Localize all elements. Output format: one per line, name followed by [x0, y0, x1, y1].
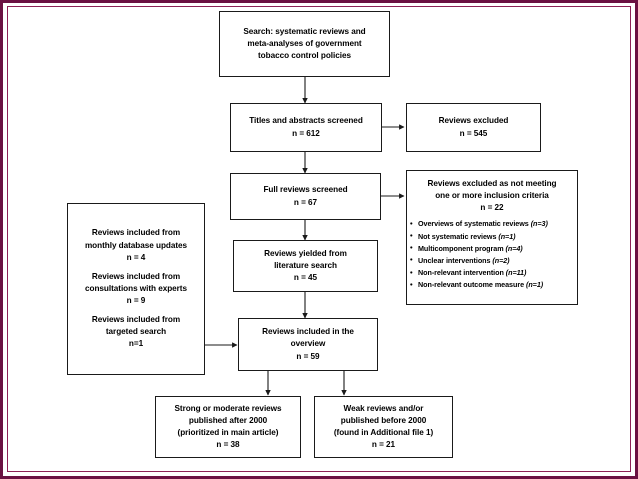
weak-reviews-box: Weak reviews and/or published before 200…: [314, 396, 453, 458]
search-box: Search: systematic reviews and meta-anal…: [219, 11, 390, 77]
criteria-heading: Reviews excluded as not meeting one or m…: [412, 178, 572, 214]
overview-line-1: Reviews included in the: [262, 327, 354, 337]
reviews-excluded-criteria-box: Reviews excluded as not meeting one or m…: [406, 170, 578, 305]
search-line-3: tobacco control policies: [258, 51, 351, 61]
weak-line-3: (found in Additional file 1): [333, 428, 434, 437]
reviews-excluded-count: n = 545: [459, 128, 488, 138]
strong-line-3: (prioritized in main article): [177, 428, 279, 437]
search-line-2: meta-analyses of government: [247, 38, 362, 48]
criteria-reason-count: (n=2): [492, 255, 510, 265]
additional-group3-line-2: targeted search: [105, 327, 167, 337]
additional-group2-count: n = 9: [126, 296, 146, 306]
criteria-reason-label: Multicomponent program: [418, 243, 504, 253]
criteria-heading-line-2: one or more inclusion criteria: [435, 191, 549, 201]
additional-group3-count: n=1: [128, 339, 144, 349]
criteria-reason-label: Non-relevant intervention: [418, 268, 504, 278]
titles-screened-count: n = 612: [292, 128, 320, 138]
criteria-reason-item: Multicomponent program (n=4): [410, 243, 578, 253]
additional-group1-line-1: Reviews included from: [91, 228, 181, 238]
reviews-included-overview-box: Reviews included in the overview n = 59: [238, 318, 378, 371]
additional-group2-line-1: Reviews included from: [91, 271, 181, 281]
criteria-reason-count: (n=4): [505, 243, 523, 253]
additional-group1-line-2: monthly database updates: [84, 240, 188, 250]
criteria-reason-list: Overviews of systematic reviews (n=3) No…: [406, 220, 578, 293]
criteria-heading-count: n = 22: [480, 203, 504, 213]
criteria-reason-item: Overviews of systematic reviews (n=3): [410, 219, 578, 229]
strong-moderate-reviews-box: Strong or moderate reviews published aft…: [155, 396, 301, 458]
strong-line-2: published after 2000: [188, 415, 268, 425]
overview-count: n = 59: [296, 351, 320, 361]
reviews-excluded-box: Reviews excluded n = 545: [406, 103, 541, 152]
criteria-reason-label: Not systematic reviews: [418, 231, 497, 241]
strong-line-1: Strong or moderate reviews: [174, 403, 282, 413]
titles-abstracts-screened-box: Titles and abstracts screened n = 612: [230, 103, 382, 152]
full-reviews-screened-box: Full reviews screened n = 67: [230, 173, 381, 220]
criteria-reason-count: (n=3): [530, 219, 548, 229]
full-reviews-label: Full reviews screened: [263, 185, 348, 195]
weak-line-1: Weak reviews and/or: [343, 403, 424, 413]
strong-count: n = 38: [216, 440, 240, 450]
yielded-line-1: Reviews yielded from: [264, 248, 347, 258]
titles-screened-label: Titles and abstracts screened: [249, 116, 363, 126]
weak-line-2: published before 2000: [340, 415, 427, 425]
reviews-excluded-label: Reviews excluded: [438, 116, 509, 126]
yielded-count: n = 45: [293, 273, 318, 283]
additional-group1-count: n = 4: [126, 252, 146, 262]
criteria-heading-line-1: Reviews excluded as not meeting: [427, 179, 557, 188]
criteria-reason-item: Non-relevant intervention (n=11): [410, 268, 578, 278]
criteria-reason-item: Unclear interventions (n=2): [410, 255, 578, 265]
criteria-reason-count: (n=11): [505, 268, 527, 278]
criteria-reason-label: Unclear interventions: [418, 255, 491, 265]
yielded-line-2: literature search: [274, 260, 337, 270]
criteria-reason-count: (n=1): [526, 280, 544, 290]
criteria-reason-count: (n=1): [498, 231, 516, 241]
weak-count: n = 21: [371, 440, 396, 450]
criteria-reason-label: Non-relevant outcome measure: [418, 280, 525, 290]
overview-line-2: overview: [290, 339, 326, 349]
reviews-yielded-box: Reviews yielded from literature search n…: [233, 240, 378, 292]
additional-group3-line-1: Reviews included from: [91, 315, 181, 325]
additional-group2-line-2: consultations with experts: [85, 283, 187, 293]
full-reviews-count: n = 67: [293, 197, 318, 207]
criteria-reason-item: Non-relevant outcome measure (n=1): [410, 280, 578, 290]
criteria-reason-item: Not systematic reviews (n=1): [410, 231, 578, 241]
additional-sources-box: Reviews included from monthly database u…: [67, 203, 205, 375]
criteria-reason-label: Overviews of systematic reviews: [418, 219, 529, 229]
search-line-1: Search: systematic reviews and: [243, 26, 366, 36]
